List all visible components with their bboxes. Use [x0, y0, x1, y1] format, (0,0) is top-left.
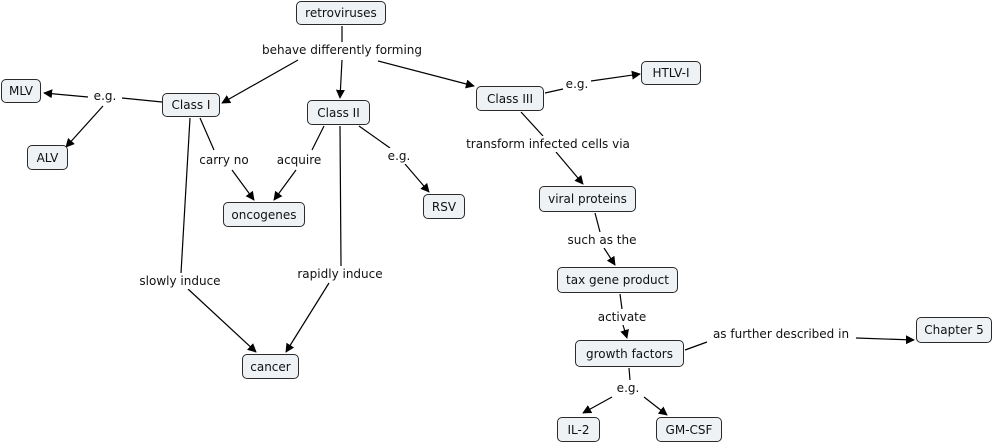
node-tax-gene-product[interactable]: tax gene product — [557, 267, 678, 293]
node-viral-proteins[interactable]: viral proteins — [539, 186, 636, 212]
edge-class-i-eg — [121, 97, 163, 103]
node-il-2[interactable]: IL-2 — [557, 417, 600, 442]
edge-transform-to-viral — [555, 151, 584, 185]
link-transform-infected-cells: transform infected cells via — [464, 136, 632, 152]
node-cancer[interactable]: cancer — [242, 354, 299, 379]
link-carry-no: carry no — [197, 152, 251, 168]
edge-growth-further — [684, 341, 708, 351]
node-retroviruses[interactable]: retroviruses — [296, 1, 386, 25]
edge-acquire-to-oncogenes — [273, 169, 297, 201]
edge-to-class-ii — [335, 59, 345, 99]
link-as-further-described-in: as further described in — [710, 326, 852, 342]
edge-class-i-slowly — [180, 117, 191, 274]
node-gm-csf[interactable]: GM-CSF — [656, 417, 722, 442]
edge-to-class-iii — [377, 60, 475, 89]
edge-eg-to-gmcsf — [643, 396, 668, 416]
node-oncogenes[interactable]: oncogenes — [223, 202, 305, 227]
edge-eg-to-alv — [65, 105, 104, 148]
node-class-i[interactable]: Class I — [162, 93, 220, 117]
node-class-ii[interactable]: Class II — [307, 100, 370, 125]
node-growth-factors[interactable]: growth factors — [575, 340, 684, 367]
node-class-iii[interactable]: Class III — [476, 86, 544, 111]
edge-class-ii-acquire — [311, 125, 325, 151]
edge-eg-to-rsv — [404, 163, 430, 193]
edge-activate-to-growth — [620, 324, 629, 339]
edge-further-to-chapter5 — [855, 335, 915, 345]
edge-class-ii-rapidly — [339, 125, 342, 267]
edge-eg-to-il2 — [582, 396, 613, 414]
link-rapidly-induce: rapidly induce — [295, 266, 385, 282]
edge-rapidly-to-cancer — [285, 282, 330, 353]
link-eg-class-iii: e.g. — [563, 76, 591, 92]
edge-tax-activate — [619, 293, 623, 310]
link-activate: activate — [595, 309, 649, 325]
link-eg-growth-factors: e.g. — [614, 380, 642, 396]
link-such-as-the: such as the — [565, 232, 639, 248]
link-eg-class-i: e.g. — [91, 88, 119, 104]
link-behave-differently-forming: behave differently forming — [259, 42, 425, 58]
edge-class-iii-eg — [544, 88, 564, 94]
link-acquire: acquire — [274, 152, 324, 168]
edge-eg-to-mlv — [43, 89, 89, 99]
edge-growth-eg — [628, 367, 631, 381]
link-slowly-induce: slowly induce — [137, 273, 223, 289]
edge-such-to-tax — [603, 247, 616, 266]
edge-to-class-i — [221, 59, 299, 104]
edge-class-i-carry — [199, 117, 215, 151]
link-eg-class-ii: e.g. — [385, 148, 413, 164]
node-mlv[interactable]: MLV — [1, 79, 41, 103]
node-chapter-5[interactable]: Chapter 5 — [916, 317, 992, 343]
edge-carry-to-oncogenes — [231, 169, 255, 201]
node-rsv[interactable]: RSV — [423, 194, 465, 219]
node-htlv-i[interactable]: HTLV-I — [641, 61, 701, 85]
edge-slowly-to-cancer — [187, 288, 257, 353]
edge-eg-to-htlv — [590, 70, 641, 82]
edge-class-iii-transform — [520, 111, 544, 137]
node-alv[interactable]: ALV — [27, 145, 68, 170]
edge-viral-such — [594, 212, 601, 233]
edge-class-ii-eg — [358, 125, 391, 149]
